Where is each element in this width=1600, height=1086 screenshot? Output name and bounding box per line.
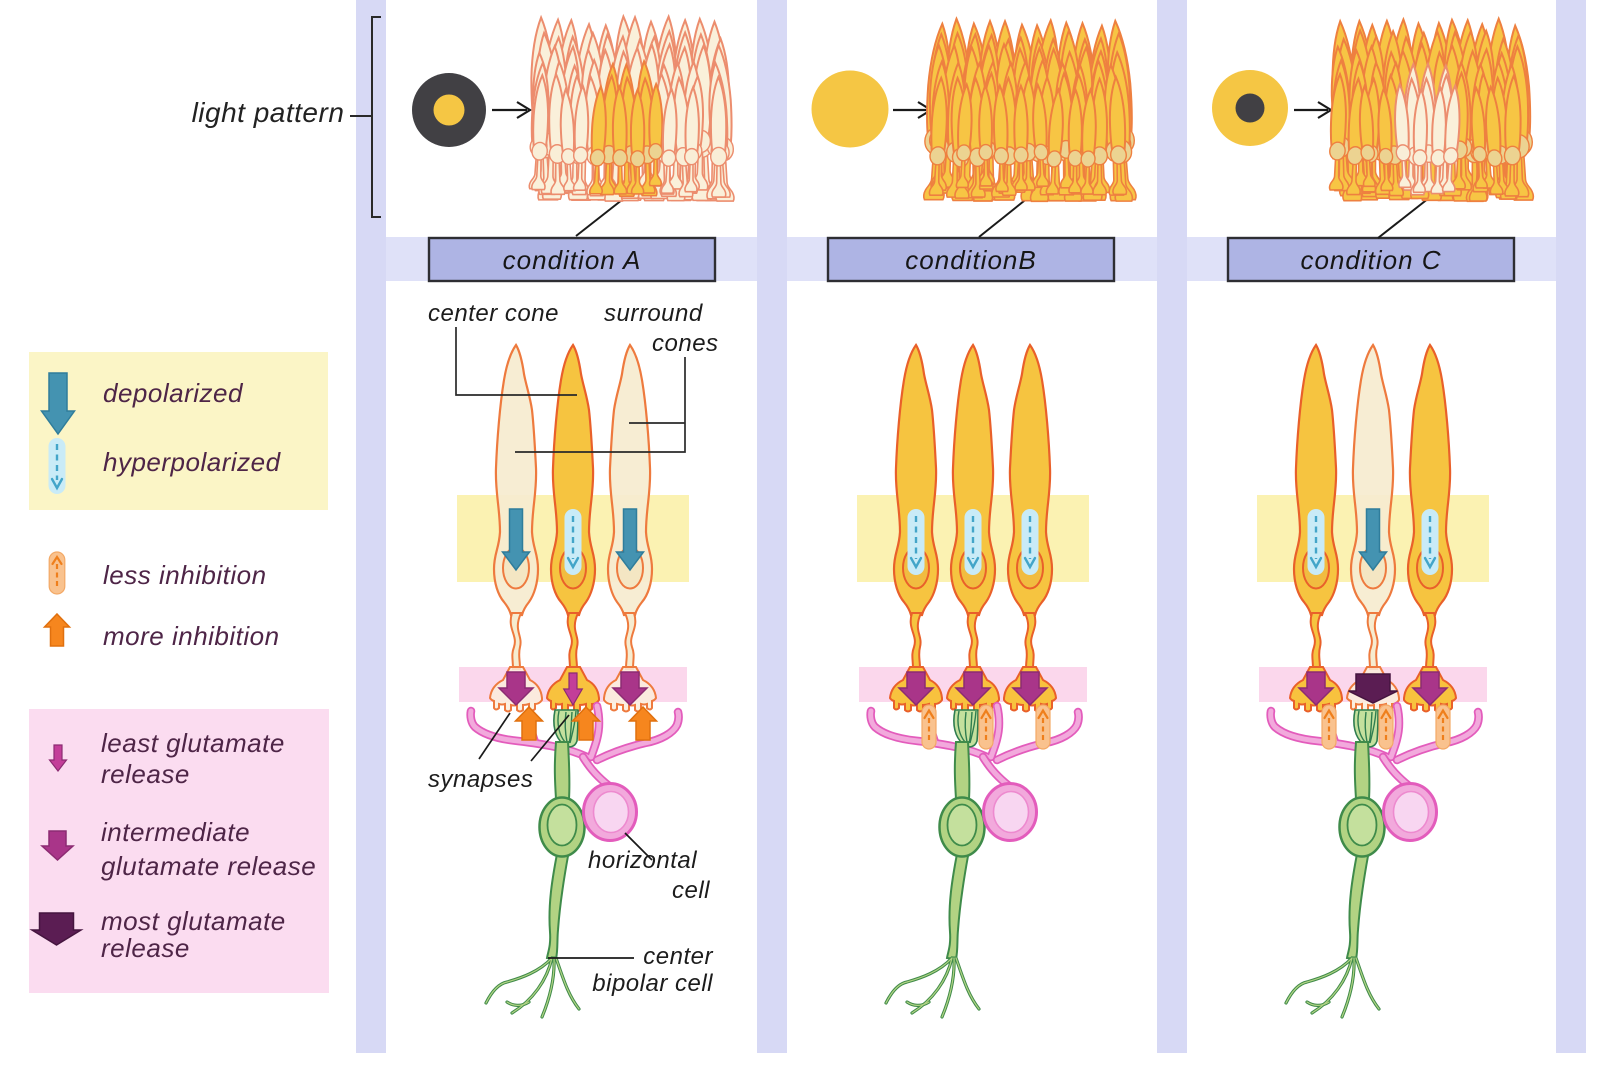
svg-text:light pattern: light pattern (192, 97, 345, 128)
svg-text:cones: cones (652, 330, 719, 357)
svg-text:least glutamate: least glutamate (101, 728, 285, 758)
svg-text:glutamate release: glutamate release (101, 851, 316, 881)
svg-text:surround: surround (604, 300, 703, 327)
svg-text:release: release (101, 759, 190, 789)
svg-text:depolarized: depolarized (103, 378, 244, 408)
svg-text:condition C: condition C (1300, 245, 1441, 275)
svg-text:less inhibition: less inhibition (103, 560, 267, 590)
svg-text:more inhibition: more inhibition (103, 621, 280, 651)
svg-text:conditionB: conditionB (905, 245, 1036, 275)
svg-text:synapses: synapses (428, 766, 533, 793)
svg-text:cell: cell (672, 877, 710, 904)
svg-text:bipolar cell: bipolar cell (592, 970, 713, 997)
svg-text:hyperpolarized: hyperpolarized (103, 447, 282, 477)
svg-text:center cone: center cone (428, 300, 559, 327)
svg-text:center: center (643, 943, 713, 970)
svg-text:intermediate: intermediate (101, 817, 250, 847)
svg-text:release: release (101, 933, 190, 963)
svg-text:condition A: condition A (503, 245, 642, 275)
svg-text:most glutamate: most glutamate (101, 906, 286, 936)
